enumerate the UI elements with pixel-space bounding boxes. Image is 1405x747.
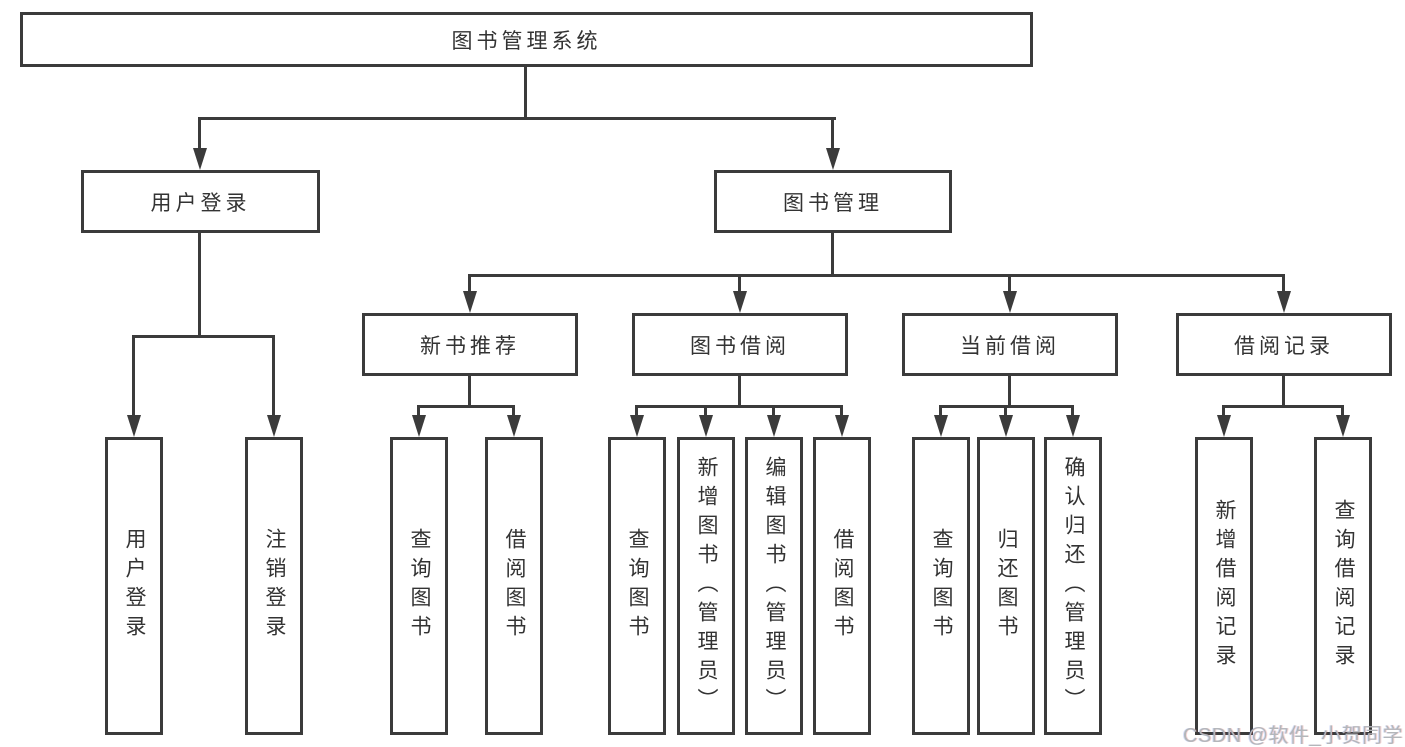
connector-vline: [468, 376, 471, 408]
connector-vline: [1341, 405, 1344, 417]
arrowhead-down-icon: [507, 415, 521, 437]
arrowhead-down-icon: [127, 415, 141, 437]
connector-hline: [199, 117, 836, 120]
connector-vline: [1282, 376, 1285, 408]
connector-vline: [417, 405, 420, 417]
connector-vline: [132, 335, 135, 418]
node-query-books-recommend: 查询图书: [390, 437, 448, 735]
connector-vline: [1071, 405, 1074, 417]
arrowhead-down-icon: [630, 415, 644, 437]
node-edit-books-admin: 编辑图书（管理员）: [745, 437, 803, 735]
arrowhead-down-icon: [1277, 291, 1291, 313]
node-new-book-recommend: 新书推荐: [362, 313, 578, 376]
connector-vline: [524, 67, 527, 117]
connector-vline: [1282, 274, 1285, 293]
connector-vline: [704, 405, 707, 417]
connector-vline: [738, 274, 741, 293]
arrowhead-down-icon: [1003, 291, 1017, 313]
arrowhead-down-icon: [999, 415, 1013, 437]
arrowhead-down-icon: [826, 148, 840, 170]
connector-hline: [417, 405, 515, 408]
connector-vline: [772, 405, 775, 417]
connector-vline: [738, 376, 741, 408]
arrowhead-down-icon: [1217, 415, 1231, 437]
connector-vline: [1008, 274, 1011, 293]
arrowhead-down-icon: [193, 148, 207, 170]
arrowhead-down-icon: [934, 415, 948, 437]
node-borrow-books: 借阅图书: [813, 437, 871, 735]
node-add-borrow-record: 新增借阅记录: [1195, 437, 1253, 735]
arrowhead-down-icon: [699, 415, 713, 437]
connector-vline: [1222, 405, 1225, 417]
connector-vline: [831, 117, 834, 150]
csdn-watermark: CSDN @软件_小贺同学: [1183, 725, 1404, 747]
connector-vline: [198, 233, 201, 338]
connector-vline: [635, 405, 638, 417]
connector-hline: [1222, 405, 1344, 408]
node-user-login-leaf: 用户登录: [105, 437, 163, 735]
arrowhead-down-icon: [767, 415, 781, 437]
connector-hline: [132, 335, 275, 338]
node-borrowing-records: 借阅记录: [1176, 313, 1392, 376]
connector-vline: [1008, 376, 1011, 408]
connector-vline: [272, 335, 275, 418]
arrowhead-down-icon: [267, 415, 281, 437]
connector-vline: [1004, 405, 1007, 417]
connector-hline: [468, 274, 1285, 277]
node-logout-leaf: 注销登录: [245, 437, 303, 735]
connector-hline: [635, 405, 843, 408]
node-add-books-admin: 新增图书（管理员）: [677, 437, 735, 735]
connector-vline: [840, 405, 843, 417]
arrowhead-down-icon: [412, 415, 426, 437]
connector-vline: [468, 274, 471, 293]
node-book-management-system: 图书管理系统: [20, 12, 1033, 67]
arrowhead-down-icon: [733, 291, 747, 313]
connector-vline: [831, 233, 834, 277]
node-query-books-current: 查询图书: [912, 437, 970, 735]
node-user-login: 用户登录: [81, 170, 320, 233]
node-current-borrowing: 当前借阅: [902, 313, 1118, 376]
connector-vline: [198, 117, 201, 150]
connector-vline: [939, 405, 942, 417]
node-book-management: 图书管理: [714, 170, 952, 233]
arrowhead-down-icon: [835, 415, 849, 437]
arrowhead-down-icon: [1066, 415, 1080, 437]
node-return-books: 归还图书: [977, 437, 1035, 735]
node-query-borrow-record: 查询借阅记录: [1314, 437, 1372, 735]
node-borrow-books-recommend: 借阅图书: [485, 437, 543, 735]
node-query-books-borrowing: 查询图书: [608, 437, 666, 735]
node-confirm-return-admin: 确认归还（管理员）: [1044, 437, 1102, 735]
node-book-borrowing: 图书借阅: [632, 313, 848, 376]
arrowhead-down-icon: [1336, 415, 1350, 437]
connector-vline: [512, 405, 515, 417]
arrowhead-down-icon: [463, 291, 477, 313]
